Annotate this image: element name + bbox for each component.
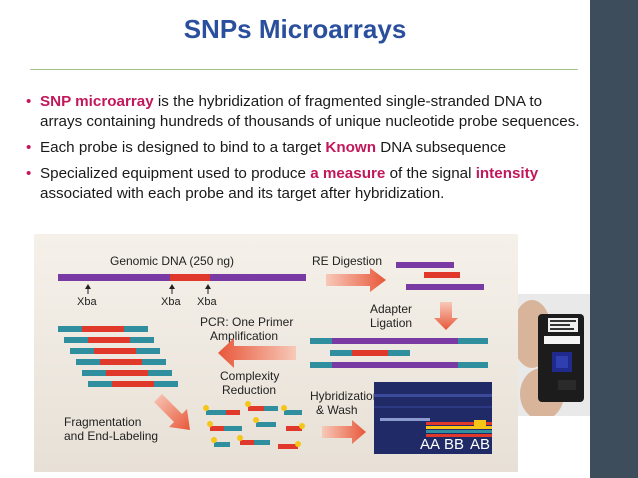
bullet-dot-icon: • bbox=[26, 139, 32, 156]
microarray-chip-photo bbox=[518, 294, 590, 416]
ligated-fragment bbox=[352, 350, 388, 356]
wash-label: & Wash bbox=[316, 403, 358, 417]
xba-label: Xba bbox=[77, 296, 97, 308]
bullet-text: Specialized equipment used to produce bbox=[40, 165, 311, 182]
pcr-label: PCR: One Primer bbox=[200, 315, 293, 329]
adapter-segment bbox=[330, 350, 352, 356]
re-digestion-arrow-icon bbox=[326, 268, 386, 292]
reduction-label: Reduction bbox=[222, 383, 276, 397]
bullet-list: • SNP microarray is the hybridization of … bbox=[26, 92, 581, 210]
bullet-text: Each probe is designed to bind to a targ… bbox=[40, 139, 326, 156]
fragmentation-label: Fragmentation bbox=[64, 415, 141, 429]
dna-fragment bbox=[406, 284, 484, 290]
bullet-text: is the hybridization of fragmented singl… bbox=[40, 93, 580, 130]
xba-label: Xba bbox=[197, 296, 217, 308]
genotype-bb-label: BB bbox=[444, 436, 464, 453]
bullet-item: • SNP microarray is the hybridization of … bbox=[26, 92, 581, 132]
hybridization-arrow-icon bbox=[322, 420, 366, 444]
bullet-item: • Each probe is designed to bind to a tar… bbox=[26, 138, 581, 158]
snp-workflow-diagram: Genomic DNA (250 ng) Xba Xba Xba RE Dige… bbox=[34, 234, 518, 472]
xba-arrow-icon bbox=[205, 284, 211, 289]
end-labeling-label: and End-Labeling bbox=[64, 429, 158, 443]
snp-region bbox=[170, 274, 210, 281]
ligated-fragment bbox=[332, 362, 458, 368]
title-divider bbox=[30, 69, 578, 70]
ligated-fragment bbox=[332, 338, 458, 344]
amplified-strands bbox=[58, 326, 178, 387]
bullet-highlight: a measure bbox=[310, 165, 386, 182]
bullet-text: associated with each probe and its targe… bbox=[40, 185, 445, 202]
xba-arrow-icon bbox=[169, 284, 175, 289]
labeled-fragments bbox=[203, 401, 305, 449]
bullet-highlight: SNP microarray bbox=[40, 93, 154, 110]
adapter-segment bbox=[458, 362, 488, 368]
pcr-arrow-icon bbox=[218, 338, 296, 368]
adapter-segment bbox=[388, 350, 410, 356]
dna-fragment bbox=[424, 272, 460, 278]
fragmentation-arrow-icon bbox=[154, 394, 190, 430]
slide-title: SNPs Microarrays bbox=[183, 14, 407, 44]
genotype-aa-label: AA bbox=[420, 436, 440, 453]
genotype-ab-label: AB bbox=[470, 436, 490, 453]
bullet-highlight: intensity bbox=[475, 165, 539, 182]
xba-label: Xba bbox=[161, 296, 181, 308]
xba-arrow-icon bbox=[85, 284, 91, 289]
hybridization-label: Hybridization bbox=[310, 389, 379, 403]
adapter-label: Adapter bbox=[370, 302, 412, 316]
re-digestion-label: RE Digestion bbox=[312, 254, 382, 268]
dna-fragment bbox=[396, 262, 454, 268]
amplification-label: Amplification bbox=[210, 329, 278, 343]
bullet-highlight: Known bbox=[325, 139, 377, 156]
bullet-dot-icon: • bbox=[26, 93, 32, 110]
slide-sidebar bbox=[590, 0, 638, 478]
genomic-dna-label: Genomic DNA (250 ng) bbox=[110, 254, 234, 268]
ligation-arrow-icon bbox=[434, 302, 458, 330]
adapter-segment bbox=[458, 338, 488, 344]
bullet-item: • Specialized equipment used to produce a… bbox=[26, 164, 581, 204]
adapter-segment bbox=[310, 362, 332, 368]
adapter-segment bbox=[310, 338, 332, 344]
bullet-dot-icon: • bbox=[26, 165, 32, 182]
complexity-label: Complexity bbox=[220, 369, 279, 383]
array-scan-image bbox=[374, 382, 492, 454]
bullet-text: DNA subsequence bbox=[376, 139, 507, 156]
ligation-label: Ligation bbox=[370, 316, 412, 330]
bullet-text: of the signal bbox=[385, 165, 476, 182]
